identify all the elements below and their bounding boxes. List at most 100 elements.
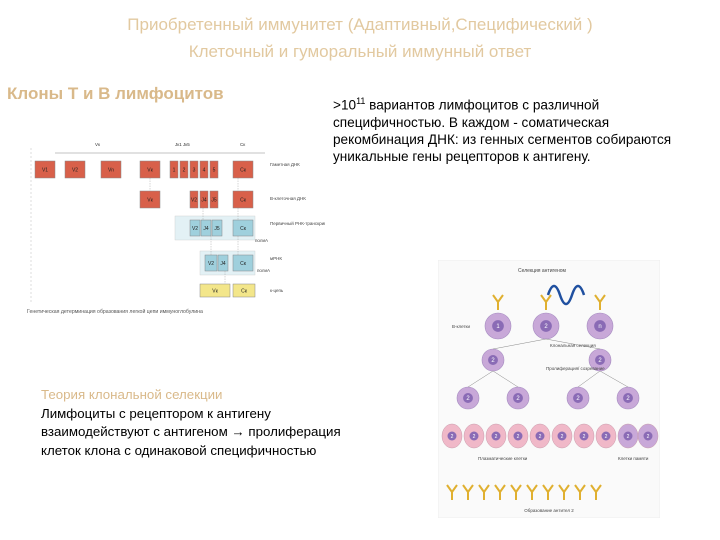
gene-row3-segment-0-box [189, 219, 201, 237]
gene-row1-segment-2-box [100, 160, 122, 179]
gene-row1-segment-6-label: 3 [193, 168, 196, 174]
antigen-wave [546, 284, 586, 306]
secreted-antibody-7 [558, 484, 570, 500]
secreted-antibody-9 [590, 484, 602, 500]
section-title: Клоны Т и В лимфоцитов [7, 84, 224, 103]
level3-cell-3-nucleus [623, 393, 633, 403]
secreted-antibody-0 [446, 484, 458, 500]
gene-row1-segment-3-label: Vк [147, 168, 153, 174]
gene-row2-label: В-клеточная ДНК [270, 196, 306, 201]
secreted-antibody-8 [574, 484, 586, 500]
secreted-antibody-4 [510, 484, 522, 500]
gene-row4-segment-1-label: J4 [220, 261, 226, 267]
gene-row2-segment-1-box [189, 190, 199, 209]
b-cell-0-nucleus [492, 320, 504, 332]
b-cell-2-nucleus [594, 320, 606, 332]
b-cell-0-number: 1 [496, 324, 500, 330]
clonal-selection-body: Лимфоциты с рецептором к антигену взаимо… [41, 405, 341, 458]
level4-cell-4-number: 2 [539, 434, 542, 440]
gene-top-label-v: Vк [95, 142, 100, 147]
gene-row1-segment-8-label: 5 [213, 168, 216, 174]
level2-cell-1-nucleus [595, 355, 605, 365]
gene-row3-segment-3-box [232, 219, 254, 237]
level4-cell-0-number: 2 [451, 434, 454, 440]
gene-row1-segment-2-label: Vn [108, 168, 114, 174]
gene-row1-segment-9-box [232, 160, 254, 179]
gene-row1-segment-7-box [199, 160, 209, 179]
gene-row5-segment-0-label: Vк [212, 289, 218, 295]
level3-cell-0-number: 2 [466, 396, 470, 402]
secreted-antibody-6 [542, 484, 554, 500]
level4-cell-9-nucleus [643, 431, 653, 441]
gene-row1-segment-7-label: 4 [203, 168, 206, 174]
gene-row2-segment-3-box [209, 190, 219, 209]
gene-row1-segment-4-label: 1 [173, 168, 176, 174]
level3-cell-2-nucleus [573, 393, 583, 403]
gene-row2-segment-2-label: J4 [201, 198, 207, 204]
gene-caption: Генетическая детерминация образования ле… [27, 308, 203, 315]
level4-cell-0-nucleus [447, 431, 457, 441]
clonal-selection-text: Теория клональной селекции Лимфоциты с р… [41, 386, 381, 460]
level4-cell-8-nucleus [623, 431, 633, 441]
gene-row1-segment-6-box [189, 160, 199, 179]
gene-row1-segment-0-label: V1 [42, 168, 48, 174]
gene-row1-segment-8-box [209, 160, 219, 179]
gene-row3-segment-2-label: J5 [214, 226, 220, 232]
gene-row4-segment-2-label: Cк [240, 261, 247, 267]
level4-cell-8-number: 2 [627, 434, 630, 440]
level4-cell-6-number: 2 [583, 434, 586, 440]
secreted-antibody-5 [526, 484, 538, 500]
gene-top-label-j: Jк1 Jк5 [175, 142, 190, 147]
gene-row2-segment-4-label: Cк [240, 198, 247, 204]
gene-row5-label: к-цепь [270, 288, 284, 293]
level4-cell-6-nucleus [579, 431, 589, 441]
level4-cell-5-number: 2 [561, 434, 564, 440]
level4-cell-9-number: 2 [647, 434, 650, 440]
header-line-2: Клеточный и гуморальный иммунный ответ [188, 42, 532, 61]
gene-row3-segment-1-box [200, 219, 212, 237]
level4-cell-7-number: 2 [605, 434, 608, 440]
level4-cell-1-nucleus [469, 431, 479, 441]
gene-row5-segment-1-box [232, 283, 256, 298]
gene-row1-segment-5-label: 2 [183, 168, 186, 174]
gene-top-label-c: Cк [240, 142, 245, 147]
receptor-variants-text: >1011 вариантов лимфоцитов с различной с… [333, 93, 693, 165]
gene-row3-segment-0-label: V2 [192, 226, 198, 232]
level2-cell-1-number: 2 [598, 358, 602, 364]
gene-row2-segment-3-label: J5 [211, 198, 217, 204]
gene-row3-segment-3-label: Cк [240, 226, 247, 232]
proliferation-label: Пролиферация/ созревание [546, 366, 605, 371]
variants-exponent: 11 [356, 96, 366, 106]
gene-row1-label: Гаметная ДНК [270, 162, 300, 167]
header-line-1: Приобретенный иммунитет (Адаптивный,Спец… [127, 15, 593, 34]
level4-cell-4-nucleus [535, 431, 545, 441]
variants-body: вариантов лимфоцитов с различной специфи… [333, 97, 672, 164]
gene-row4-segment-2-box [232, 254, 254, 272]
level2-cell-0-number: 2 [491, 358, 495, 364]
gene-row2-segment-4-box [232, 190, 254, 209]
gene-row3-label: Первичный РНК-транскрипт [270, 220, 325, 226]
secreted-antibody-1 [462, 484, 474, 500]
level3-cell-0-nucleus [463, 393, 473, 403]
secreted-antibody-2 [478, 484, 490, 500]
b-cell-1-number: 2 [544, 324, 548, 330]
gene-row3-segment-2-box [211, 219, 223, 237]
clonal-selection-heading: Теория клональной селекции [41, 387, 223, 402]
gene-row4-segment-0-label: V2 [208, 261, 214, 267]
gene-row5-segment-1-label: Cк [241, 289, 248, 295]
gene-row1-segment-9-label: Cк [240, 168, 247, 174]
antibody-production-label: Образование антител 2 [524, 508, 574, 513]
plasma-cells-label: Плазматические клетки [478, 456, 528, 461]
level3-cell-2-number: 2 [576, 396, 580, 402]
level4-cell-7-nucleus [601, 431, 611, 441]
level4-cell-5-nucleus [557, 431, 567, 441]
memory-cells-label: Клетки памяти [618, 456, 649, 461]
gene-row2-segment-1-label: V2 [191, 198, 197, 204]
gene-row3-sub: полиА [255, 238, 268, 243]
level3-cell-1-nucleus [513, 393, 523, 403]
gene-row4-segment-1-box [217, 254, 229, 272]
variants-base: >10 [333, 97, 357, 113]
b-cell-receptor-0 [492, 294, 504, 310]
